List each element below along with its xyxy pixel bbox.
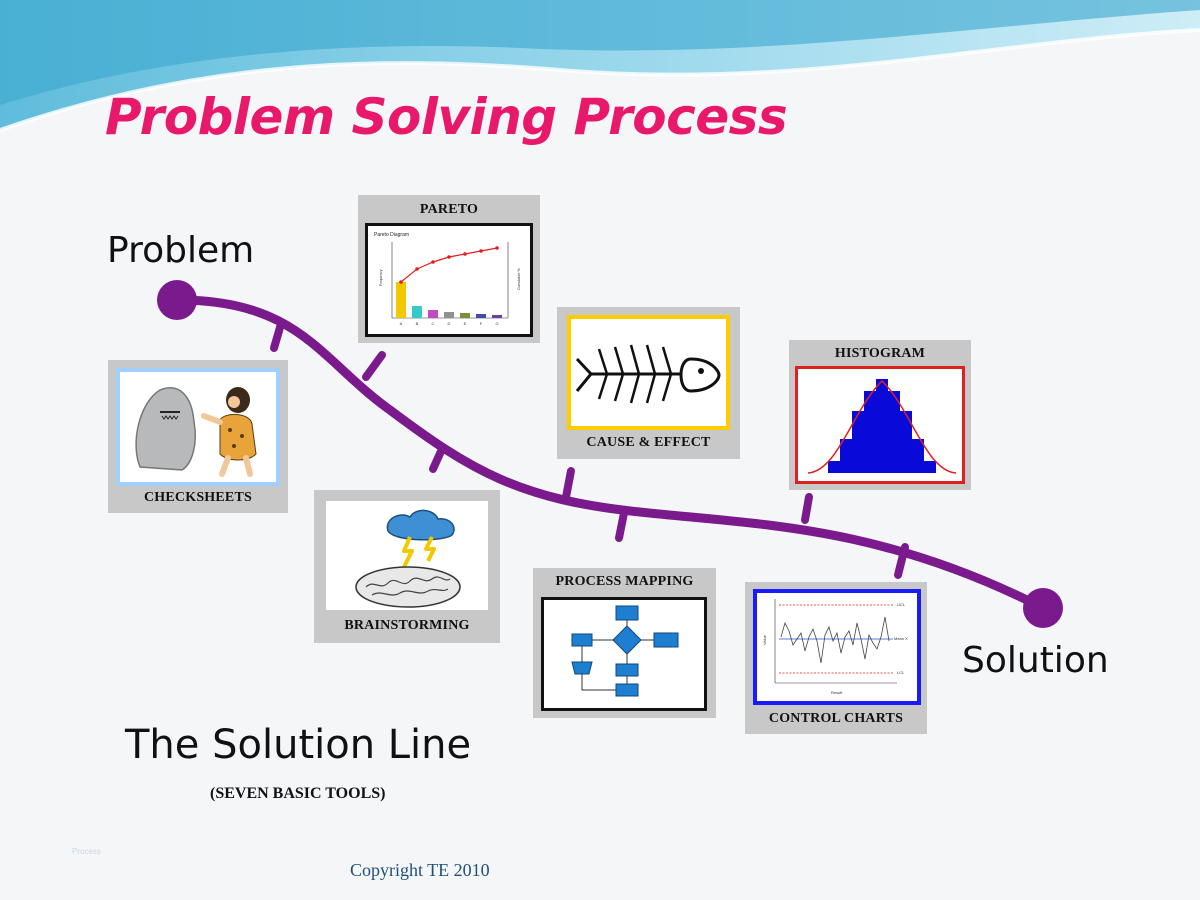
pareto-bar xyxy=(492,315,502,318)
brain-storm-illustration xyxy=(355,509,461,608)
problem-label: Problem xyxy=(107,230,255,271)
histogram-bar xyxy=(828,461,840,473)
brainstorming-label: BRAINSTORMING xyxy=(344,618,470,633)
pareto-bar xyxy=(428,310,438,318)
histogram-bar xyxy=(888,391,900,473)
brainstorming-image xyxy=(323,498,491,613)
pareto-cat-label: E xyxy=(464,321,467,326)
histogram-bar xyxy=(840,439,852,473)
tool-card-pareto: PARETO Pareto Diagram A B C D xyxy=(358,195,540,343)
flowchart-illustration xyxy=(571,605,679,697)
pareto-cat-label: D xyxy=(448,321,451,326)
caveman-illustration xyxy=(135,387,257,477)
tick-mark xyxy=(562,467,575,501)
pareto-right-axis-label: Cumulative % xyxy=(517,268,521,290)
ucl-label: UCL xyxy=(897,602,906,607)
solution-label: Solution xyxy=(962,640,1109,681)
tick-mark xyxy=(270,320,285,352)
header-wave-graphic xyxy=(0,0,1200,132)
pareto-thumb-title: Pareto Diagram xyxy=(374,232,409,238)
pareto-cat-label: B xyxy=(416,321,419,326)
pareto-left-axis-label: Frequency xyxy=(379,269,383,286)
histogram-label: HISTOGRAM xyxy=(834,346,926,361)
solution-line-title: The Solution Line xyxy=(125,722,472,768)
pareto-bar xyxy=(412,306,422,318)
pareto-thumbnail: Pareto Diagram A B C D E F G xyxy=(374,232,521,326)
tick-mark xyxy=(615,509,628,542)
pareto-cat-label: A xyxy=(400,321,403,326)
pareto-bar xyxy=(460,313,470,318)
x-axis-label: Result xyxy=(831,690,843,695)
seven-tools-note: (SEVEN BASIC TOOLS) xyxy=(210,785,386,802)
checksheets-label: CHECKSHEETS xyxy=(143,490,252,505)
fishbone-illustration xyxy=(575,344,721,404)
histogram-bar xyxy=(864,391,876,473)
y-axis-label: Value xyxy=(762,634,767,645)
histogram-bar xyxy=(876,379,888,473)
tick-mark xyxy=(894,543,909,579)
tool-card-control-charts: UCL LCL Mean X Result Value CONTROL CHAR… xyxy=(745,582,927,734)
footer-tag: Process xyxy=(72,847,101,856)
pareto-bar xyxy=(396,282,406,318)
checksheets-image xyxy=(116,368,280,486)
tool-card-checksheets: CHECKSHEETS xyxy=(108,360,288,513)
histogram-image xyxy=(795,366,965,484)
pareto-label: PARETO xyxy=(419,202,479,217)
start-node xyxy=(157,280,197,320)
tool-card-cause-effect: CAUSE & EFFECT xyxy=(557,307,740,459)
pareto-cat-label: F xyxy=(480,321,483,326)
histogram-bar xyxy=(924,461,936,473)
tick-mark xyxy=(429,445,446,473)
pareto-bar xyxy=(476,314,486,318)
end-node xyxy=(1023,588,1063,628)
control-chart-thumbnail: UCL LCL Mean X Result Value xyxy=(762,599,908,695)
cause-effect-image xyxy=(567,315,730,430)
histogram-bar xyxy=(852,411,864,473)
tool-card-brainstorming: BRAINSTORMING xyxy=(314,490,500,643)
tick-mark xyxy=(801,493,813,524)
pareto-cat-label: C xyxy=(432,321,435,326)
pareto-image: Pareto Diagram A B C D E F G xyxy=(365,223,533,337)
histogram-bar xyxy=(900,411,912,473)
copyright-text: Copyright TE 2010 xyxy=(350,860,490,880)
process-mapping-image xyxy=(541,597,707,711)
tool-card-process-mapping: PROCESS MAPPING xyxy=(533,568,716,718)
pareto-cat-label: G xyxy=(495,321,498,326)
control-charts-label: CONTROL CHARTS xyxy=(768,711,904,726)
histogram-bar xyxy=(912,439,924,473)
cause-effect-label: CAUSE & EFFECT xyxy=(586,435,711,450)
control-charts-image: UCL LCL Mean X Result Value xyxy=(753,589,921,705)
lcl-label: LCL xyxy=(897,670,905,675)
slide-title: Problem Solving Process xyxy=(105,88,788,146)
histogram-thumbnail xyxy=(807,379,957,474)
tool-card-histogram: HISTOGRAM xyxy=(789,340,971,490)
pareto-bar xyxy=(444,312,454,318)
mean-label: Mean X xyxy=(894,636,908,641)
tick-mark xyxy=(362,351,386,381)
process-mapping-label: PROCESS MAPPING xyxy=(555,574,694,589)
